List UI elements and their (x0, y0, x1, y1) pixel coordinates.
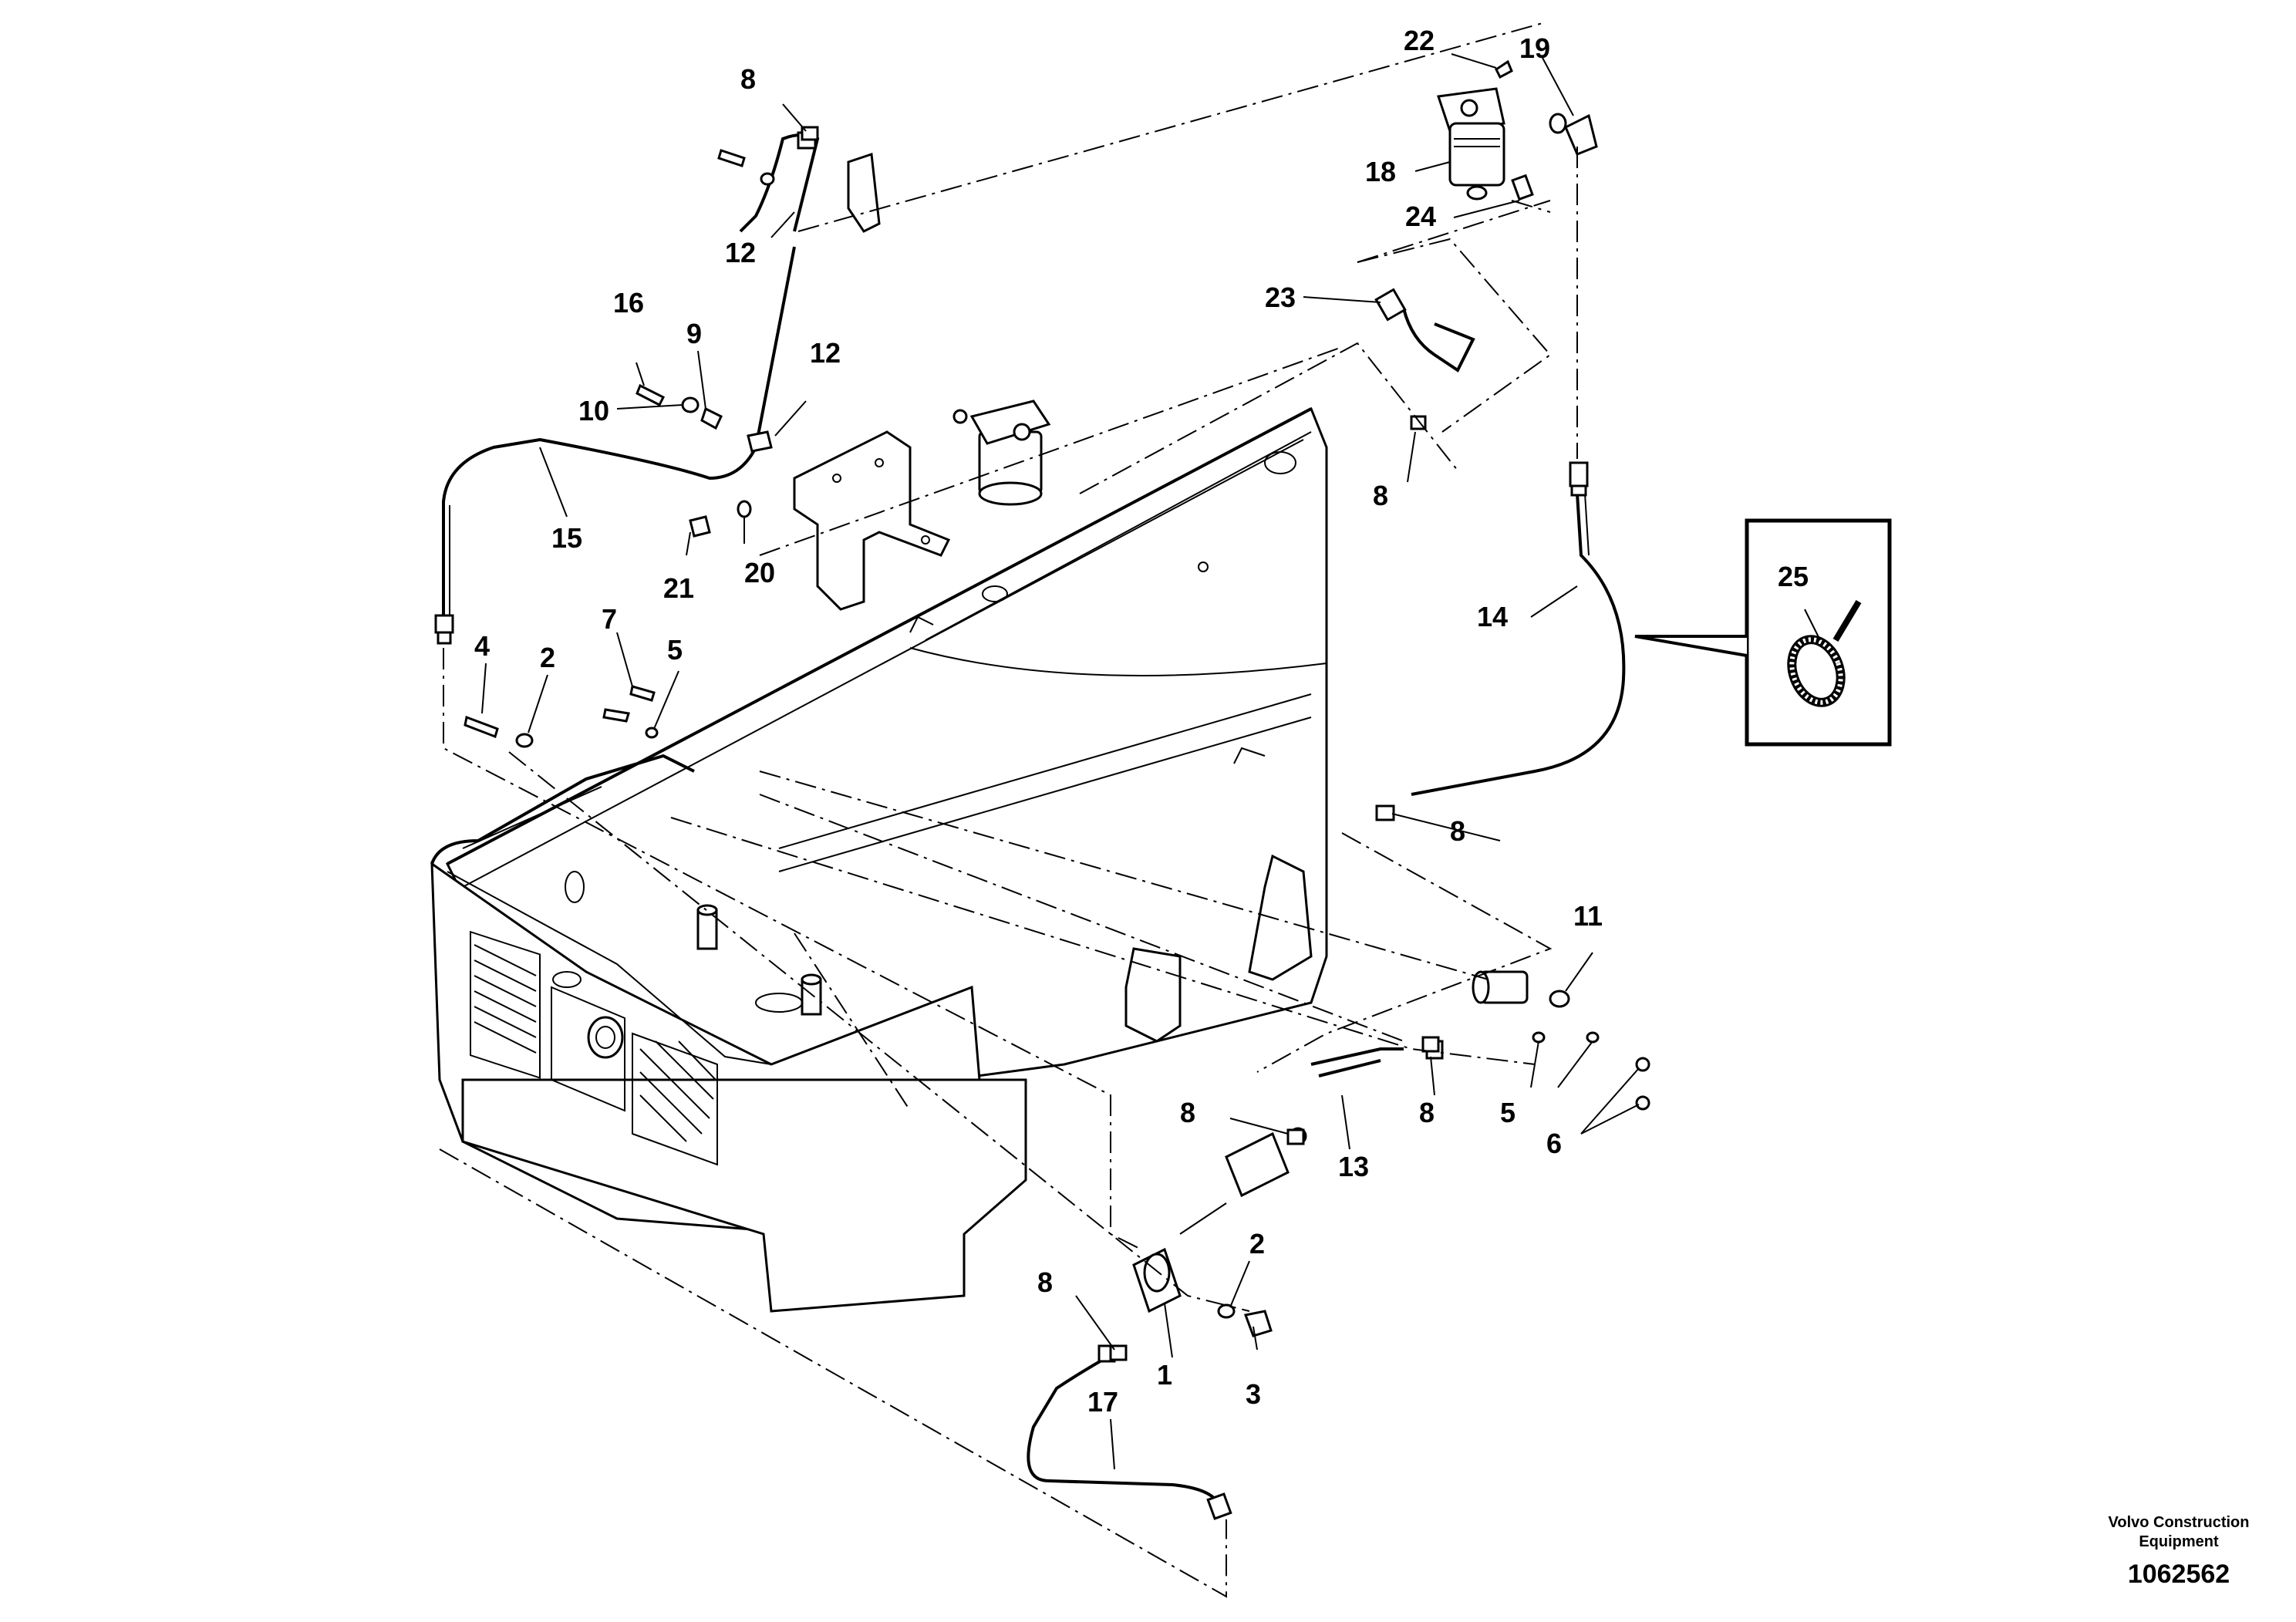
callout-3: 3 (1246, 1378, 1261, 1410)
callout-17: 17 (1087, 1386, 1118, 1418)
mounting-bracket (793, 430, 951, 611)
callout-25: 25 (1778, 561, 1809, 592)
frame-assembly (430, 406, 1328, 1313)
inline-filter-1 (1132, 1131, 1290, 1313)
callout-16: 16 (613, 287, 644, 319)
callout-8-top: 8 (740, 63, 756, 95)
callout-5-right: 5 (1500, 1097, 1515, 1128)
callout-14: 14 (1477, 601, 1508, 632)
hose-13 (1289, 1040, 1444, 1145)
callout-11: 11 (1573, 900, 1603, 932)
callout-8-lower: 8 (1419, 1097, 1435, 1128)
fasteners (464, 126, 1650, 1361)
callout-21: 21 (663, 572, 694, 604)
callout-13: 13 (1338, 1151, 1369, 1182)
hose-15 (434, 246, 796, 645)
cable-tie-icon (1787, 599, 1862, 707)
fuel-filter-mid (952, 400, 1051, 506)
callout-8-bottom: 8 (1037, 1266, 1053, 1298)
drawing-number: 1062562 (2128, 1560, 2230, 1589)
callout-2-left: 2 (540, 642, 555, 673)
callout-5-left: 5 (667, 634, 683, 666)
hose-23 (1374, 288, 1475, 373)
callout-8-right: 8 (1450, 815, 1465, 847)
callout-labels: 22 19 18 24 23 8 12 12 16 9 10 15 21 20 … (474, 25, 1809, 1418)
callout-8-mid: 8 (1373, 480, 1388, 511)
vent-grill-left (470, 930, 541, 1079)
hose-14 (1411, 461, 1626, 796)
callout-19: 19 (1519, 32, 1550, 64)
hose-17 (1027, 1344, 1232, 1520)
callout-20: 20 (744, 557, 775, 588)
vent-grill-right (632, 1032, 718, 1166)
callout-23: 23 (1265, 282, 1296, 313)
brand-line-2: Equipment (2139, 1533, 2219, 1550)
callout-6: 6 (1546, 1128, 1562, 1159)
callout-18: 18 (1365, 156, 1396, 187)
callout-7: 7 (602, 603, 617, 635)
leader-lines (481, 53, 1821, 1470)
callout-1: 1 (1157, 1359, 1172, 1391)
callout-10: 10 (578, 395, 609, 427)
brand-line-1: Volvo Construction (2109, 1514, 2250, 1531)
callout-12-mid: 12 (810, 337, 841, 369)
water-separator-filter (1437, 59, 1598, 201)
assembly-lines (439, 22, 1578, 1598)
footer-block: Volvo Construction Equipment 1062562 (2109, 1514, 2250, 1589)
callout-4: 4 (474, 630, 490, 662)
callout-22: 22 (1404, 25, 1435, 56)
callout-12-top: 12 (725, 237, 756, 268)
callout-2-right: 2 (1249, 1228, 1265, 1259)
detail-box-25 (1634, 518, 1892, 747)
callout-8-hose13: 8 (1180, 1097, 1195, 1128)
callout-24: 24 (1405, 201, 1436, 232)
callout-15: 15 (551, 522, 582, 554)
valve-11 (1472, 970, 1570, 1008)
callout-9: 9 (686, 318, 702, 349)
